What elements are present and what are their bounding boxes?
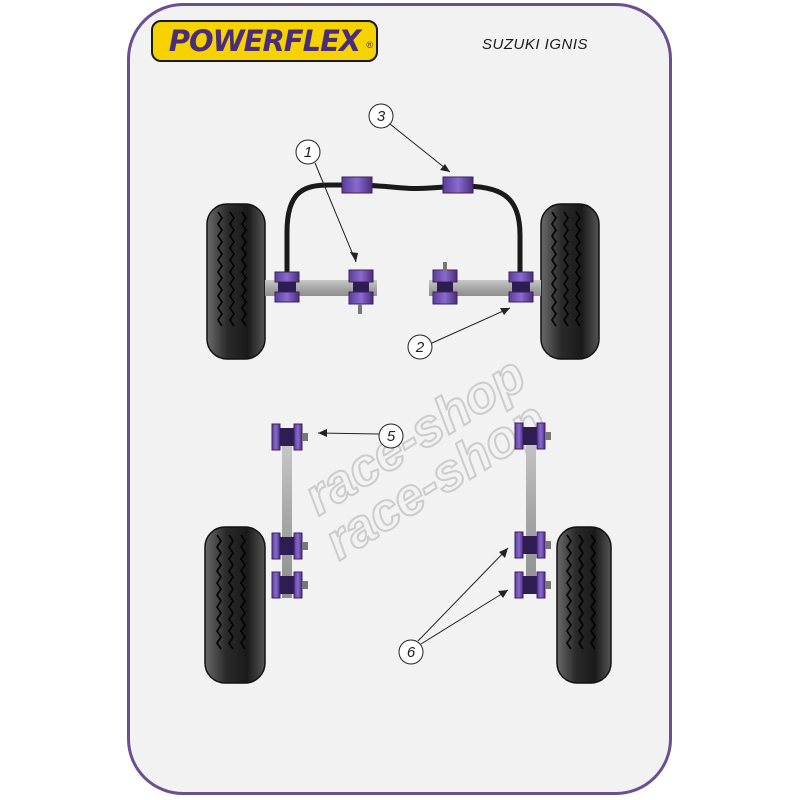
- rear-left-link: [282, 438, 292, 598]
- logo-text: POWERFLEX: [168, 24, 361, 58]
- front-anti-roll-bar: [284, 182, 523, 280]
- front-right-tyre: [540, 203, 600, 360]
- callout-3: 3: [368, 103, 451, 173]
- callout-6: 6: [398, 547, 509, 665]
- front-axle: [206, 176, 600, 360]
- callout-3-label: 3: [377, 108, 386, 125]
- drop-link-bush-left: [274, 271, 300, 303]
- callout-5: 5: [317, 423, 404, 449]
- rear-left-upper-bush: [271, 423, 308, 451]
- rear-left-tyre: [204, 526, 266, 684]
- rear-right-mid-bush: [514, 531, 551, 559]
- front-left-tyre: [206, 203, 266, 360]
- drop-link-bush-right: [508, 271, 534, 303]
- rear-left-lower-bush: [271, 571, 308, 599]
- rear-right-link: [526, 428, 536, 594]
- rear-right-tyre: [556, 526, 612, 684]
- callout-6-label: 6: [407, 644, 416, 661]
- callout-2-label: 2: [415, 339, 425, 356]
- callout-2: 2: [407, 307, 511, 360]
- callout-1-label: 1: [304, 144, 312, 161]
- rear-right-upper-bush: [514, 422, 551, 450]
- powerflex-logo: POWERFLEX ®: [151, 20, 378, 62]
- rear-left-mid-bush: [271, 532, 308, 560]
- callout-1: 1: [295, 139, 358, 263]
- rear-axle: [204, 422, 612, 684]
- logo-registered-mark: ®: [366, 40, 373, 50]
- inner-arm-bush-right: [432, 262, 458, 305]
- rear-right-lower-bush: [514, 571, 551, 599]
- callout-5-label: 5: [387, 428, 396, 445]
- inner-arm-bush-left: [348, 269, 374, 314]
- anti-roll-bar-bush-left: [341, 176, 373, 194]
- vehicle-model-label: SUZUKI IGNIS: [482, 36, 589, 53]
- anti-roll-bar-bush-right: [442, 176, 474, 194]
